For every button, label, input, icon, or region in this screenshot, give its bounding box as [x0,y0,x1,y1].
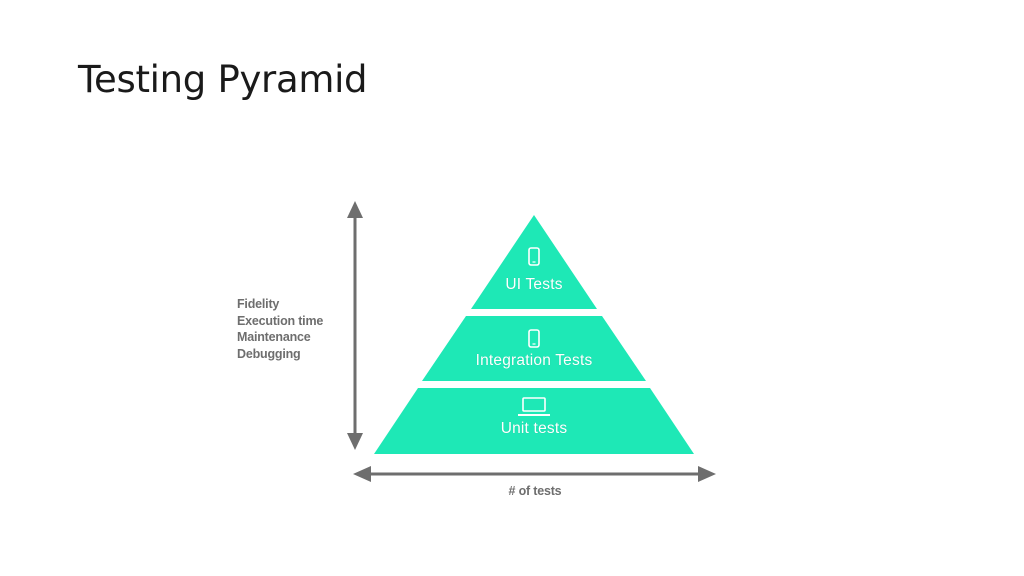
laptop-icon [518,397,550,416]
tier-label-integration-tests: Integration Tests [475,352,593,369]
tier-label-ui-tests: UI Tests [505,276,563,293]
phone-icon [528,247,540,266]
vertical-axis-labels: Fidelity Execution time Maintenance Debu… [237,296,323,362]
phone-icon [528,329,540,348]
axis-label-maintenance: Maintenance [237,330,311,344]
slide-title: Testing Pyramid [78,58,368,101]
vertical-double-arrow [347,201,363,450]
tier-integration-tests [422,316,646,381]
axis-label-debugging: Debugging [237,346,301,361]
tier-label-unit-tests: Unit tests [500,420,568,437]
tier-unit-tests [374,388,694,454]
axis-label-fidelity: Fidelity [237,297,280,311]
horizontal-axis-label: # of tests [508,484,562,498]
horizontal-double-arrow [353,466,716,482]
axis-label-execution-time: Execution time [237,313,324,328]
